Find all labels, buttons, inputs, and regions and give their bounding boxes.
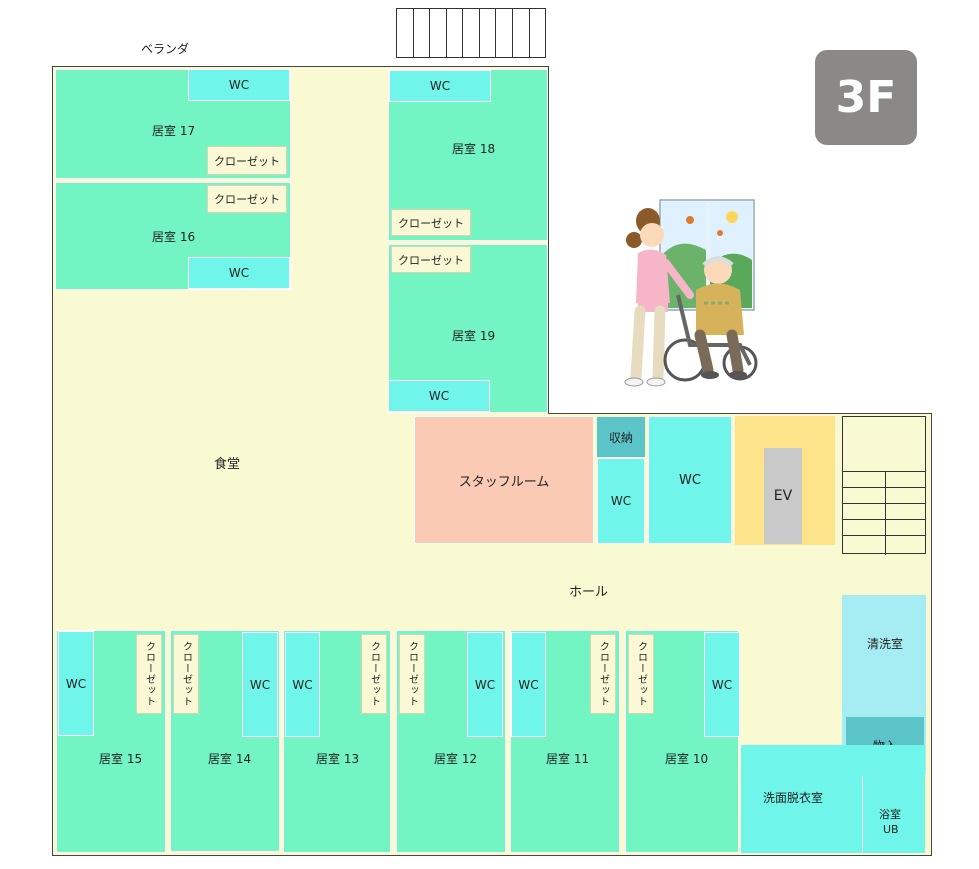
washroom [741, 745, 925, 853]
room-17-closet: クローゼット [207, 146, 287, 175]
room-19-label: 居室 19 [452, 329, 496, 343]
room-11-wc: WC [511, 632, 546, 737]
side-stairs [842, 416, 926, 555]
staff-room-label: スタッフルーム [458, 474, 550, 490]
bath-divider [862, 776, 863, 852]
room-13-closet: クローゼット [361, 634, 387, 714]
room-16-label: 居室 16 [152, 230, 196, 244]
room-12-closet: クローゼット [399, 634, 425, 714]
room-14-wc: WC [242, 632, 278, 737]
public-wc: WC [648, 416, 732, 544]
room-19-closet: クローゼット [391, 246, 471, 273]
veranda-label: ベランダ [141, 42, 190, 56]
floor-badge-text: 3F [835, 72, 897, 123]
floor-step-line [548, 413, 932, 414]
room-15-wc: WC [58, 631, 94, 736]
hall-label: ホール [569, 585, 609, 600]
staff-room: スタッフルーム [414, 416, 594, 544]
room-15-closet: クローゼット [136, 634, 162, 714]
room-16-wc: WC [188, 257, 290, 289]
room-18-closet: クローゼット [391, 209, 471, 236]
room-17-wc: WC [188, 69, 290, 101]
storage-label: 収納 [608, 430, 633, 445]
room-14-label: 居室 14 [208, 752, 252, 766]
room-16-closet: クローゼット [207, 185, 287, 213]
room-11-closet: クローゼット [590, 634, 616, 714]
staff-wc-small: WC [597, 458, 645, 544]
room-15-label: 居室 15 [99, 752, 143, 766]
floor-badge: 3F [815, 50, 917, 145]
room-19-wc: WC [388, 380, 490, 412]
storage: 収納 [597, 417, 645, 457]
bathroom-label: 浴室 [879, 808, 901, 821]
room-17-label: 居室 17 [152, 124, 196, 138]
room-10-closet: クローゼット [628, 634, 654, 714]
elevator: EV [764, 448, 802, 544]
elevator-label: EV [773, 488, 793, 504]
room-18-label: 居室 18 [452, 142, 496, 156]
room-14-closet: クローゼット [173, 634, 199, 714]
cleaning-room-label: 清洗室 [867, 637, 904, 651]
ub-label: UB [883, 823, 899, 836]
room-12-wc: WC [467, 632, 503, 737]
elderly-man-icon [694, 256, 747, 379]
room-13-wc: WC [285, 632, 320, 737]
room-11-label: 居室 11 [546, 752, 590, 766]
room-12-label: 居室 12 [434, 752, 478, 766]
dining-label: 食堂 [214, 457, 241, 472]
caregiver-icon [624, 208, 694, 387]
top-stairs [396, 8, 546, 58]
caregiver-wheelchair-illustration [624, 199, 758, 387]
room-18-wc: WC [389, 70, 491, 102]
room-10-label: 居室 10 [665, 752, 709, 766]
washroom-label: 洗面脱衣室 [763, 791, 824, 805]
room-13-label: 居室 13 [316, 752, 360, 766]
room-10-wc: WC [704, 632, 740, 737]
